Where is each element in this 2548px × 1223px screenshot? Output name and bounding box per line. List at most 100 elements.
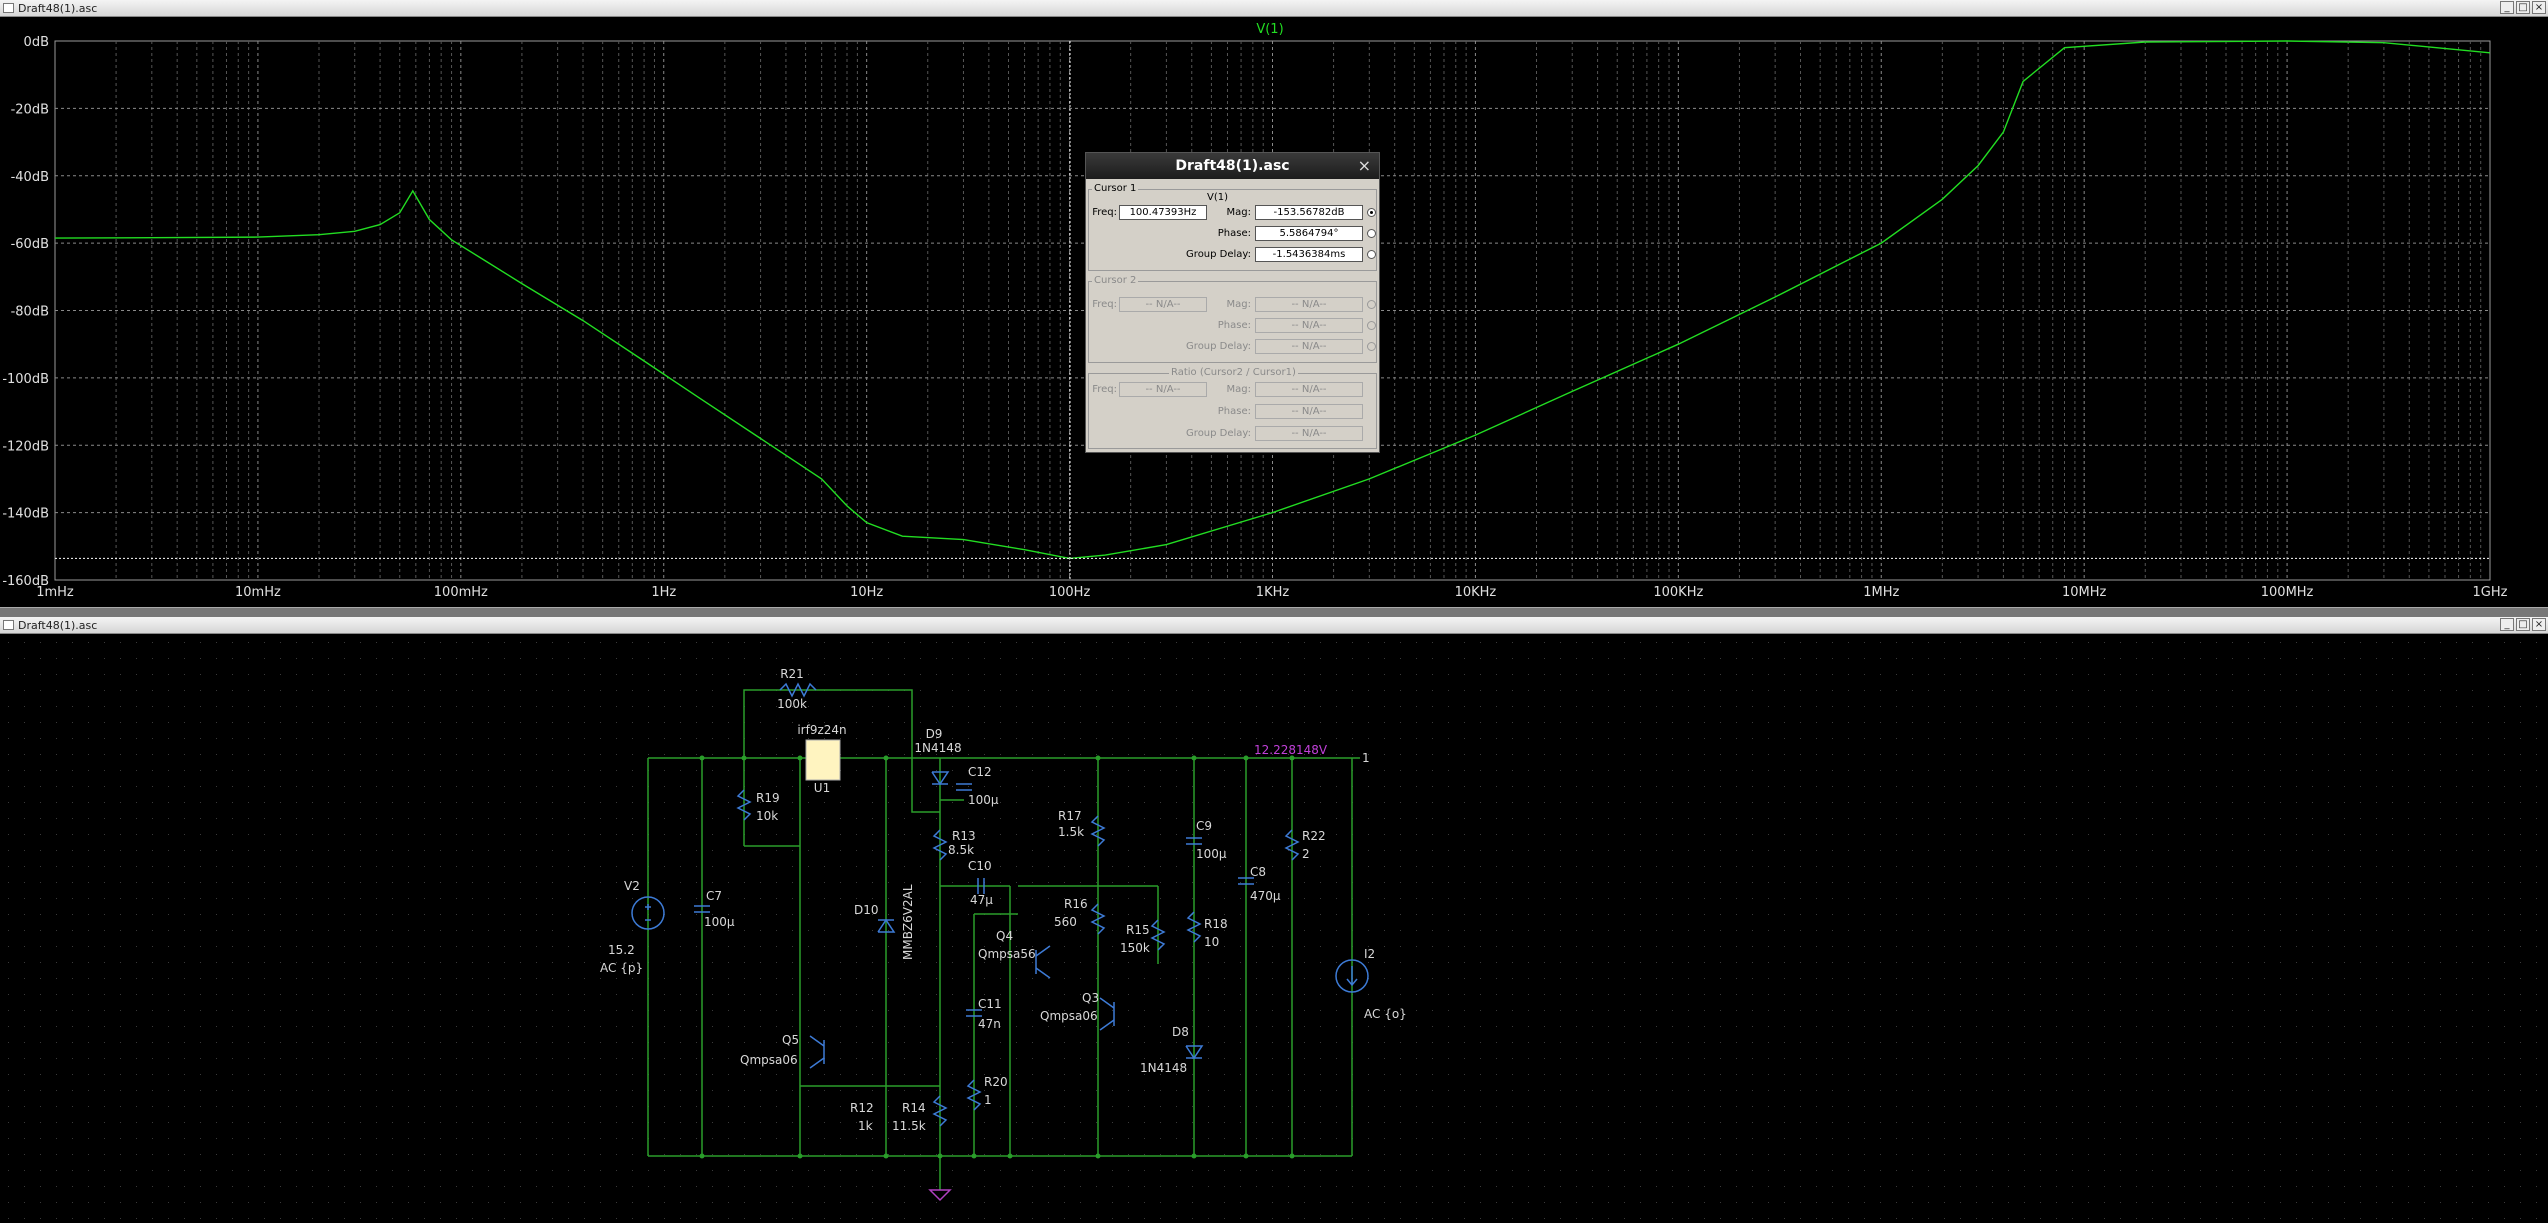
resistor-r18 <box>1186 911 1202 943</box>
label-r19: R19 <box>756 791 780 805</box>
resistor-r13 <box>932 829 948 861</box>
cursor-dialog[interactable]: Draft48(1).asc × Cursor 1 V(1) Freq: 100… <box>1085 152 1380 453</box>
y-tick-label: -100dB <box>2 372 49 387</box>
cursor2-mag-field: -- N/A-- <box>1255 297 1363 312</box>
close-icon[interactable]: × <box>1357 156 1371 175</box>
schematic-grid <box>0 634 2548 1220</box>
cursor1-phase-field[interactable]: 5.5864794° <box>1255 226 1363 241</box>
mosfet-u1[interactable] <box>805 739 841 781</box>
label-c12: C12 <box>968 765 992 779</box>
minimize-button[interactable]: _ <box>2500 1 2514 14</box>
value-r16: 560 <box>1054 915 1077 929</box>
cursor1-phase-label: Phase: <box>1217 228 1251 239</box>
cursor1-delay-radio[interactable] <box>1367 250 1376 259</box>
trace-v1-magnitude[interactable] <box>54 40 2491 560</box>
value-r19: 10k <box>756 809 778 823</box>
schematic-window-title: Draft48(1).asc <box>18 619 98 632</box>
cursor2-phase-label: Phase: <box>1217 320 1251 331</box>
label-d9: D9 <box>926 727 943 741</box>
label-r15: R15 <box>1126 923 1150 937</box>
cursor1-trace: V(1) <box>1207 192 1229 203</box>
cursor2-freq-field: -- N/A-- <box>1119 297 1207 312</box>
plot-window-titlebar[interactable]: Draft48(1).asc _ □ × <box>0 0 2548 17</box>
cursor2-delay-field: -- N/A-- <box>1255 339 1363 354</box>
model-q5: Qmpsa06 <box>740 1053 798 1067</box>
x-tick-label: 10Hz <box>850 585 883 600</box>
close-button[interactable]: × <box>2532 618 2546 631</box>
y-tick-label: -60dB <box>11 237 49 252</box>
waveform-app-icon <box>3 3 14 13</box>
cursor2-delay-label: Group Delay: <box>1186 341 1251 352</box>
ratio-freq-label: Freq: <box>1092 384 1117 395</box>
schematic-canvas[interactable]: R21 100k irf9z24n U1 D9 1N4148 C12 100µ … <box>0 634 2548 1220</box>
cursor1-freq-field[interactable]: 100.47393Hz <box>1119 205 1207 220</box>
pane-splitter[interactable] <box>0 607 2548 618</box>
model-q3: Qmpsa06 <box>1040 1009 1098 1023</box>
label-c11: C11 <box>978 997 1002 1011</box>
value-r14: 11.5k <box>892 1119 926 1133</box>
model-u1: irf9z24n <box>797 723 846 737</box>
cursor1-freq-label: Freq: <box>1092 207 1117 218</box>
label-d8: D8 <box>1172 1025 1189 1039</box>
voltage-source-v2 <box>631 896 665 930</box>
maximize-button[interactable]: □ <box>2516 1 2530 14</box>
value-c12: 100µ <box>968 793 999 807</box>
cursor1-delay-field[interactable]: -1.5436384ms <box>1255 247 1363 262</box>
cursor1-phase-radio[interactable] <box>1367 229 1376 238</box>
value-r21: 100k <box>777 697 807 711</box>
value-r17: 1.5k <box>1058 825 1084 839</box>
cursor2-freq-label: Freq: <box>1092 299 1117 310</box>
x-tick-label: 10KHz <box>1455 585 1497 600</box>
cursor2-delay-radio <box>1367 342 1376 351</box>
label-q4: Q4 <box>996 929 1013 943</box>
schematic-pane[interactable]: R21 100k irf9z24n U1 D9 1N4148 C12 100µ … <box>0 634 2548 1220</box>
transistor-q5 <box>809 1035 825 1069</box>
wire-junctions <box>699 755 1295 1159</box>
value-c9: 100µ <box>1196 847 1227 861</box>
x-tick-label: 100KHz <box>1653 585 1703 600</box>
cursor2-mag-radio <box>1367 300 1376 309</box>
ratio-delay-label: Group Delay: <box>1186 428 1251 439</box>
label-c7: C7 <box>706 889 722 903</box>
value-c7: 100µ <box>704 915 735 929</box>
transistor-q4 <box>1035 945 1051 979</box>
ratio-group: Ratio (Cursor2 / Cursor1) Freq: -- N/A--… <box>1088 367 1377 449</box>
cursor1-mag-field[interactable]: -153.56782dB <box>1255 205 1363 220</box>
value-c10: 47µ <box>970 893 993 907</box>
model-d9: 1N4148 <box>914 741 961 755</box>
schematic-window-titlebar[interactable]: Draft48(1).asc _ □ × <box>0 617 2548 634</box>
cursor2-mag-label: Mag: <box>1226 299 1251 310</box>
resistor-r22 <box>1284 829 1300 861</box>
trace-label-v1[interactable]: V(1) <box>1256 22 1283 37</box>
cursor-dialog-titlebar[interactable]: Draft48(1).asc × <box>1086 153 1379 179</box>
x-tick-label: 10MHz <box>2062 585 2107 600</box>
label-r14: R14 <box>902 1101 926 1115</box>
capacitor-c8 <box>1238 877 1254 885</box>
ratio-phase-label: Phase: <box>1217 406 1251 417</box>
component-symbols <box>631 682 1369 1127</box>
current-source-i2 <box>1335 959 1369 993</box>
label-r12: R12 <box>850 1101 874 1115</box>
label-r16: R16 <box>1064 897 1088 911</box>
label-r21: R21 <box>780 667 804 681</box>
capacitor-c10 <box>977 878 985 894</box>
close-button[interactable]: × <box>2532 1 2546 14</box>
label-r17: R17 <box>1058 809 1082 823</box>
x-tick-label: 10mHz <box>235 585 281 600</box>
x-tick-label: 1KHz <box>1256 585 1290 600</box>
net-voltage-label[interactable]: 12.228148V <box>1254 743 1328 757</box>
label-i2: I2 <box>1364 947 1375 961</box>
ratio-phase-field: -- N/A-- <box>1255 404 1363 419</box>
ground-icon <box>928 1189 952 1202</box>
maximize-button[interactable]: □ <box>2516 618 2530 631</box>
resistor-r21 <box>779 682 817 698</box>
cursor2-phase-field: -- N/A-- <box>1255 318 1363 333</box>
cursor2-group: Cursor 2 Freq: -- N/A-- Mag: -- N/A-- Ph… <box>1088 275 1377 363</box>
x-tick-label: 100Hz <box>1049 585 1091 600</box>
minimize-button[interactable]: _ <box>2500 618 2514 631</box>
value-r13: 8.5k <box>948 843 974 857</box>
cursor1-mag-radio[interactable] <box>1367 208 1376 217</box>
label-c10: C10 <box>968 859 992 873</box>
value-r22: 2 <box>1302 847 1310 861</box>
